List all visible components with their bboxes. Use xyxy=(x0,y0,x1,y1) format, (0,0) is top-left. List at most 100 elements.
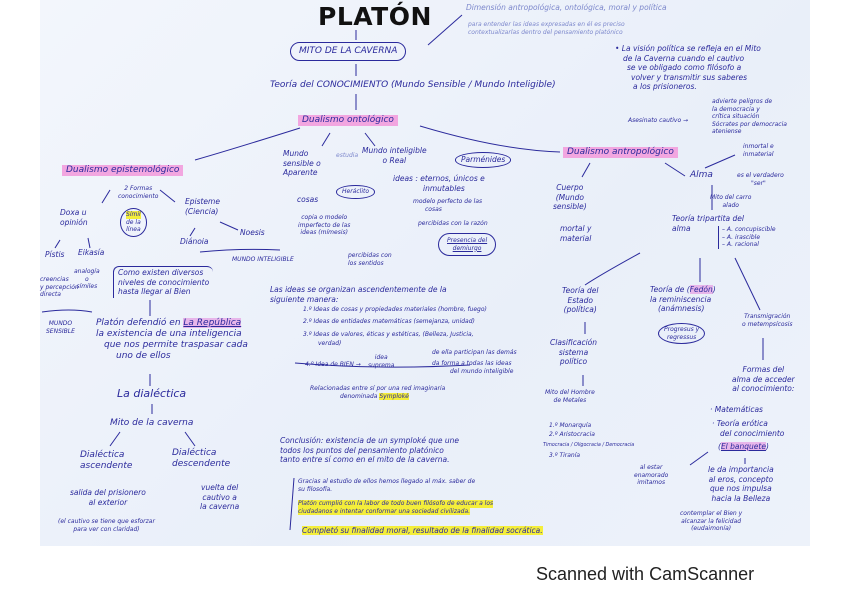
arrow xyxy=(219,221,239,231)
regimen: Timocracia / Oligocracia / Democracia xyxy=(543,443,635,448)
symploke-highlight: Symploké xyxy=(379,392,409,400)
gracias-note: Gracias al estudio de ellos hemos llegad… xyxy=(298,478,476,493)
arrow xyxy=(189,227,196,237)
arrow xyxy=(54,239,61,249)
teoria-conocimiento: Teoría del CONOCIMIENTO (Mundo Sensible … xyxy=(270,80,556,90)
page-title: PLATÓN xyxy=(318,2,432,31)
republica-highlight: La República xyxy=(183,318,242,328)
brace-line xyxy=(41,309,93,313)
arrow xyxy=(689,451,709,466)
alma: Alma xyxy=(690,170,713,180)
verdadero-ser: es el verdadero"ser" xyxy=(737,172,784,187)
arrow xyxy=(419,125,561,153)
arrow xyxy=(194,127,301,161)
cosas: cosas xyxy=(297,195,319,204)
arrow xyxy=(364,132,376,147)
mundo-inteligible-label: MUNDO INTELIGIBLE xyxy=(232,256,294,263)
dualismo-antropologico: Dualismo antropológico xyxy=(563,147,678,158)
dianoia: Diánoia xyxy=(180,237,209,246)
regimen: 2.º Aristocracia xyxy=(549,431,595,438)
arrow xyxy=(184,431,196,447)
ideas-item: 3.º Ideas de valores, éticas y estéticas… xyxy=(303,331,474,338)
arrow xyxy=(664,162,686,177)
heraclito: Heráclito xyxy=(336,185,376,199)
pistis: Pístis xyxy=(45,250,65,259)
conclusion: Conclusión: existencia de un symploké qu… xyxy=(280,436,460,464)
arrow xyxy=(734,257,761,311)
idea-bien: 4.º Idea de BIEN → xyxy=(305,361,361,368)
politica-note: • La visión política se refleja en el Mi… xyxy=(615,44,761,92)
arrow xyxy=(159,189,176,203)
scanned-paper xyxy=(40,0,810,546)
partes-alma: – A. concupiscible– A. irascible– A. rac… xyxy=(718,226,776,249)
arrow xyxy=(427,14,463,46)
completo-note: Completó su finalidad moral, resultado d… xyxy=(302,526,543,535)
arrow xyxy=(101,189,111,204)
note-line: advierte peligros de xyxy=(712,98,773,105)
advierte-note: advierte peligros de la democracia y crí… xyxy=(712,98,787,136)
arrow xyxy=(87,237,91,249)
note-line: • La visión política se refleja en el Mi… xyxy=(615,44,761,53)
note-line: volver y transmitir sus saberes xyxy=(631,72,748,82)
intro-line: contextualizarlas dentro del pensamiento… xyxy=(468,29,623,36)
estudia: estudia xyxy=(336,152,359,159)
brace-line xyxy=(199,248,281,253)
dualismo-ontologico: Dualismo ontológico xyxy=(298,115,398,126)
el-banquete: (El banquete) xyxy=(718,442,769,451)
arrow xyxy=(581,162,591,178)
regimen: 1.º Monarquía xyxy=(549,422,592,429)
note-line: la democracia y xyxy=(712,105,760,113)
teoria-reminiscencia: Teoría de (Fedón) la reminiscencia (anám… xyxy=(650,285,716,313)
republica-note: Platón defendió en La República la exist… xyxy=(96,318,248,361)
noesis: Noesis xyxy=(240,228,265,237)
arrow xyxy=(321,132,331,147)
mito-caverna-2: Mito de la caverna xyxy=(110,418,194,428)
note-line: ateniense xyxy=(712,128,742,135)
ideas-organizan-intro: Las ideas se organizan ascendentemente d… xyxy=(270,285,447,304)
underline xyxy=(294,362,471,368)
la-dialectica: La dialéctica xyxy=(117,387,187,400)
cumplio-note: Platón cumplió con la labor de todo buen… xyxy=(298,500,494,515)
bracket xyxy=(289,477,295,531)
ideas-item: verdad) xyxy=(318,340,342,347)
mito-caverna-cloud: MITO DE LA CAVERNA xyxy=(290,42,407,61)
relacionadas: Relacionadas entre sí por una red imagin… xyxy=(310,385,446,400)
fedon-highlight: Fedón xyxy=(689,285,713,294)
percibidas-razon: percibidas con la razón xyxy=(418,220,488,227)
camscanner-watermark: Scanned with CamScanner xyxy=(536,564,755,584)
regimen: 3.º Tiranía xyxy=(549,452,581,459)
note-line: se ve obligado como filósofo a xyxy=(627,63,742,72)
intro-line: Dimensión antropológica, ontológica, mor… xyxy=(466,3,667,12)
ideas-item: 1.º Ideas de cosas y propiedades materia… xyxy=(303,306,487,313)
note-line: crítica situación xyxy=(712,113,760,120)
dualismo-epistemologico: Dualismo epistemológico xyxy=(62,165,184,176)
arrow xyxy=(584,252,641,286)
asesinato: Asesinato cautivo → xyxy=(628,117,689,124)
episteme: Episteme(Ciencia) xyxy=(185,197,220,216)
